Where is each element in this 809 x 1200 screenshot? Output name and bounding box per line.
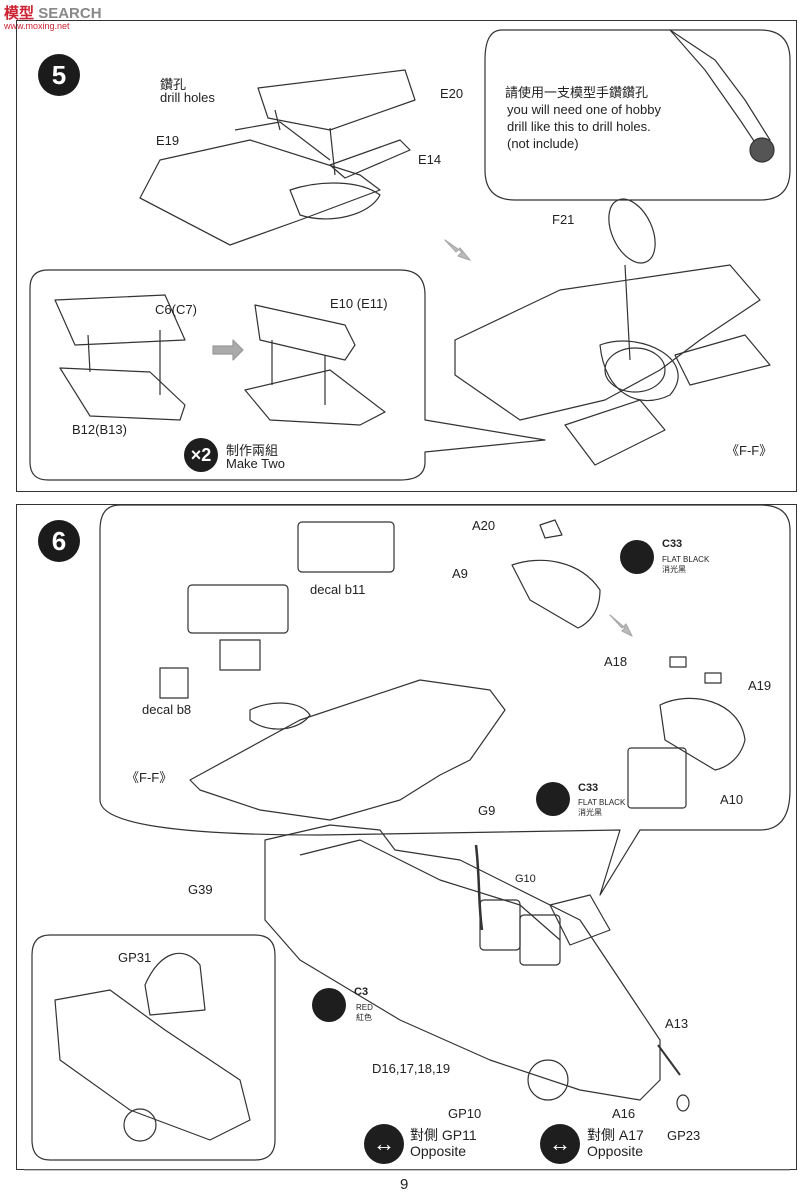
opposite-arrow-icon-1: ↔	[364, 1124, 404, 1164]
view-ff-step5: 《F-F》	[726, 443, 773, 458]
paint1-code: C33	[662, 538, 683, 550]
part-gp23: GP23	[667, 1128, 701, 1143]
part-a13: A13	[665, 1016, 689, 1031]
drill-holes-en: drill holes	[160, 90, 215, 105]
paint-brush-icon-3	[312, 988, 346, 1022]
drill-note-cn: 請使用一支模型手鑽鑽孔	[505, 85, 649, 100]
part-d16-19: D16,17,18,19	[372, 1061, 451, 1076]
part-e14: E14	[418, 152, 442, 167]
part-a9: A9	[452, 566, 468, 581]
part-gp10: GP10	[448, 1106, 482, 1121]
paint1-en: FLAT BLACK	[662, 555, 710, 564]
watermark-logo: 模型 SEARCH www.moxing.net	[4, 2, 102, 31]
drill-note-en3: (not include)	[507, 136, 579, 151]
paint3-cn: 紅色	[356, 1013, 372, 1022]
part-f21: F21	[552, 212, 575, 227]
decal-b11: decal b11	[310, 582, 366, 597]
drill-note-en2: drill like this to drill holes.	[507, 119, 651, 134]
watermark-url: www.moxing.net	[4, 21, 70, 31]
paint3-en: RED	[356, 1003, 373, 1012]
decal-b8: decal b8	[142, 702, 192, 717]
step-5-badge: 5	[38, 54, 80, 96]
paint3-code: C3	[354, 986, 369, 998]
part-e19: E19	[156, 133, 180, 148]
opposite1-cn: 對側 GP11	[410, 1127, 477, 1143]
page-number: 9	[400, 1176, 409, 1193]
watermark-brand: 模型	[4, 5, 35, 22]
make-two-en: Make Two	[226, 456, 286, 471]
paint2-code: C33	[578, 782, 599, 794]
part-a20: A20	[472, 518, 496, 533]
watermark-search: SEARCH	[38, 5, 102, 22]
part-b12: B12(B13)	[72, 422, 127, 437]
part-g9: G9	[478, 803, 496, 818]
paint-brush-icon-2	[536, 782, 570, 816]
make-two-cn: 制作兩組	[226, 443, 279, 458]
part-a16: A16	[612, 1106, 636, 1121]
drill-note-en1: you will need one of hobby	[507, 102, 661, 117]
step-6-badge: 6	[38, 520, 80, 562]
part-g39: G39	[188, 882, 213, 897]
step5-frame	[16, 20, 797, 492]
view-ff-step6: 《F-F》	[126, 770, 173, 785]
paint2-en: FLAT BLACK	[578, 798, 626, 807]
part-g10: G10	[515, 873, 536, 885]
part-e20: E20	[440, 86, 464, 101]
opposite2-en: Opposite	[587, 1143, 644, 1159]
paint-brush-icon-1	[620, 540, 654, 574]
part-a19: A19	[748, 678, 772, 693]
opposite1-en: Opposite	[410, 1143, 467, 1159]
drill-holes-cn: 鑽孔	[160, 77, 187, 92]
paint1-cn: 消光黑	[662, 565, 686, 574]
make-two-badge: ×2	[184, 438, 218, 472]
part-a18: A18	[604, 654, 628, 669]
part-e10: E10 (E11)	[330, 296, 388, 311]
opposite2-cn: 對側 A17	[587, 1127, 644, 1143]
part-c6: C6(C7)	[155, 302, 197, 317]
paint2-cn: 消光黑	[578, 808, 602, 817]
part-a10: A10	[720, 792, 744, 807]
opposite-arrow-icon-2: ↔	[540, 1124, 580, 1164]
part-gp31: GP31	[118, 950, 152, 965]
